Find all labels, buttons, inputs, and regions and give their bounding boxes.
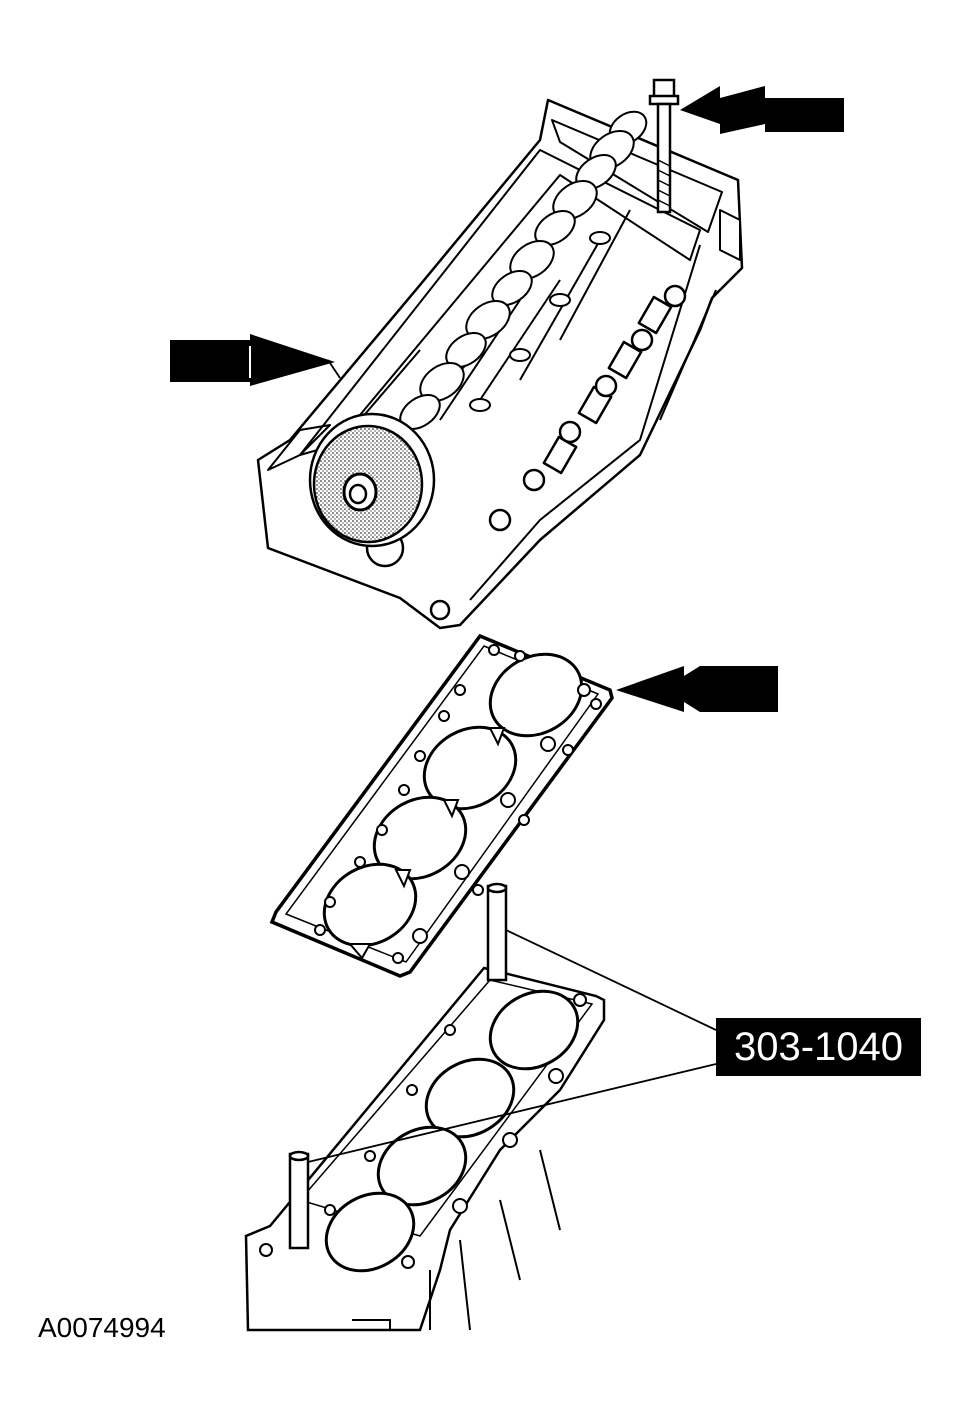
head-gasket	[269, 633, 614, 978]
arrow-cylinder-head	[170, 334, 335, 386]
alignment-pins	[288, 882, 508, 1250]
cam-sprocket	[308, 412, 436, 548]
figure-id-label: A0074994	[38, 1312, 166, 1343]
camshaft	[399, 110, 648, 431]
special-tool-label: 303-1040	[716, 1018, 921, 1076]
head-bolt	[648, 78, 680, 214]
arrow-gasket	[616, 666, 778, 712]
cylinder-block	[244, 966, 606, 1332]
arrow-bolt	[680, 86, 844, 134]
